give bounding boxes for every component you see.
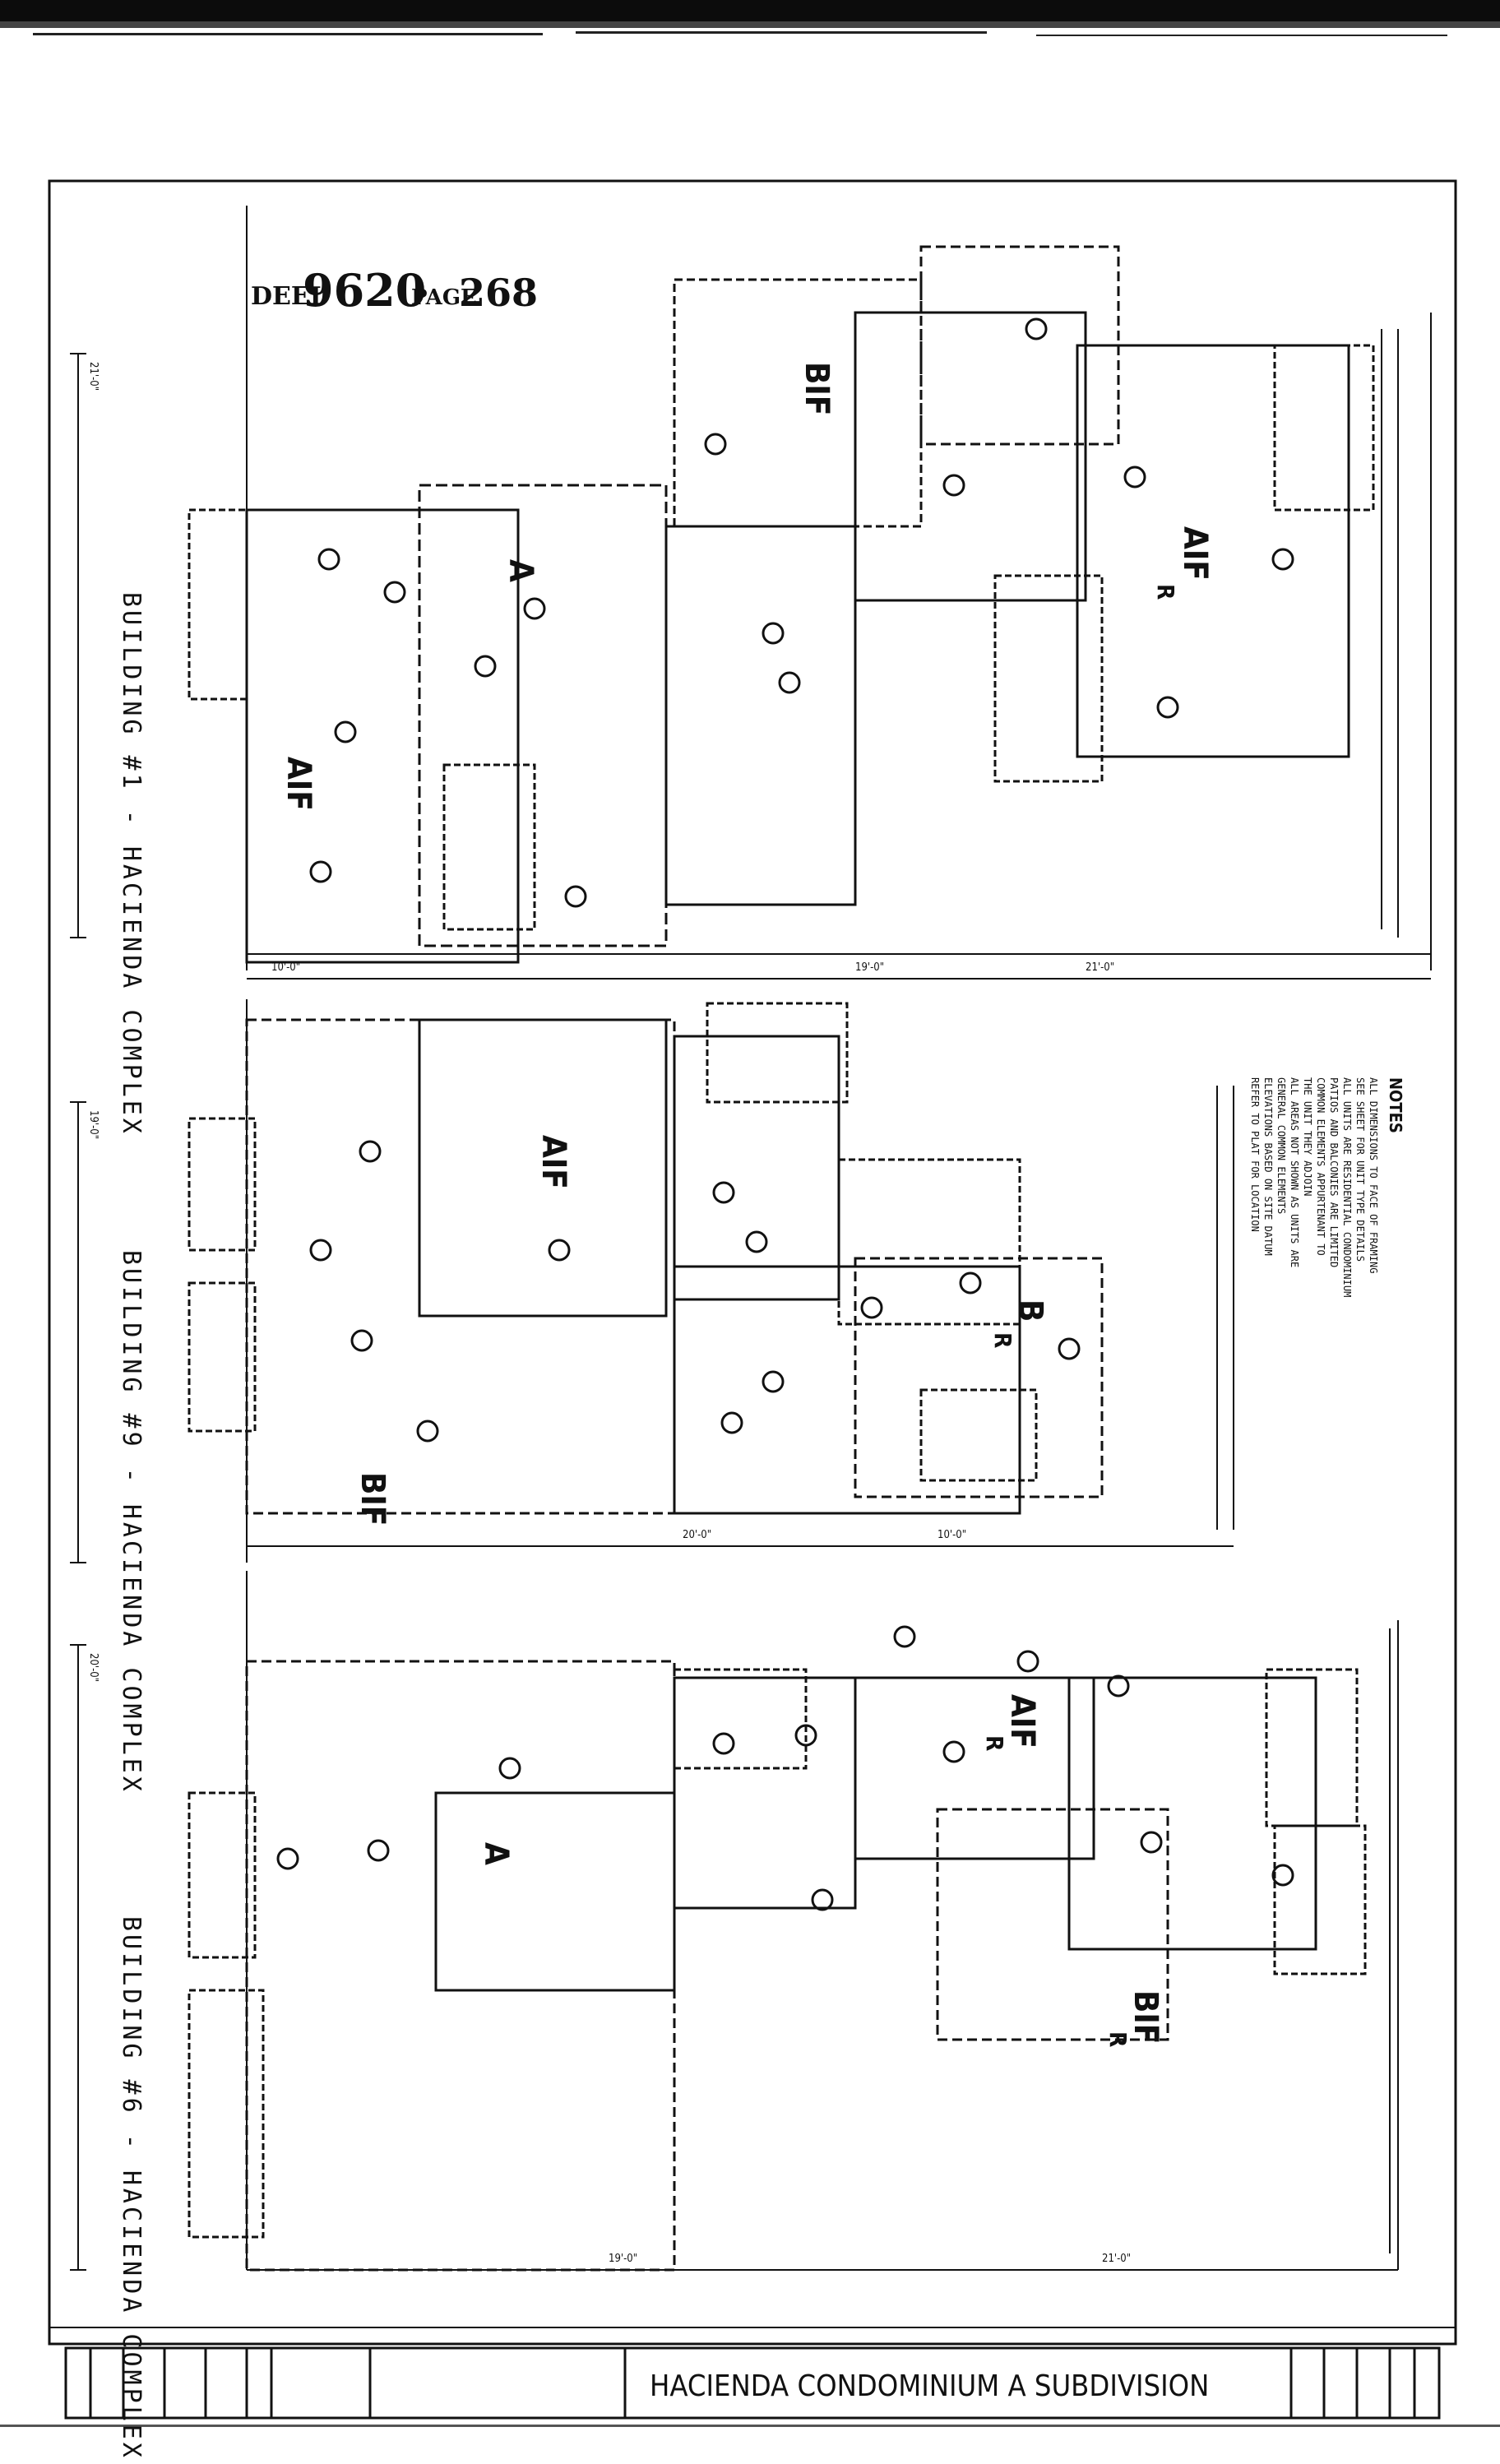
page-label: PAGE	[411, 285, 477, 310]
unit-sub-label: R	[1152, 584, 1179, 600]
building-label: BUILDING #1 - HACIENDA COMPLEX	[117, 592, 146, 1137]
dimension: 19'-0"	[609, 2253, 637, 2265]
unit-sub-label: R	[981, 1735, 1008, 1751]
book-page-stamp: DEEI 9620 PAGE 268	[251, 264, 538, 317]
building-6-units: A AIF R BIF R	[477, 1694, 1164, 2047]
building-1-marks	[309, 317, 1294, 908]
unit-label: B	[1012, 1299, 1049, 1322]
dimension: 10'-0"	[937, 1529, 966, 1541]
dimension-text: 21'-0" 19'-0" 20'-0" 10'-0" 19'-0" 21'-0…	[87, 362, 1131, 2265]
dimension: 20'-0"	[87, 1653, 100, 1682]
note-line: PATIOS AND BALCONIES ARE LIMITED	[1328, 1077, 1340, 1267]
unit-label: AIF	[1176, 526, 1214, 581]
unit-label: AIF	[1003, 1694, 1041, 1748]
building-1-plan	[188, 206, 1432, 980]
note-line: SEE SHEET FOR UNIT TYPE DETAILS	[1354, 1077, 1366, 1262]
dimension: 21'-0"	[87, 362, 100, 391]
sheet-border	[48, 179, 1457, 2346]
dimension: 19'-0"	[855, 961, 884, 974]
building-label: BUILDING #9 - HACIENDA COMPLEX	[117, 1250, 146, 1795]
notes-title: NOTES	[1386, 1077, 1405, 1133]
page-number: 268	[459, 271, 538, 315]
building-1-units: A AIF AIF R BIF	[280, 362, 1214, 811]
unit-sub-label: R	[1104, 2031, 1132, 2047]
notes-block: NOTES ALL DIMENSIONS TO FACE OF FRAMING …	[1249, 1077, 1405, 1297]
unit-label: BIF	[1127, 1990, 1164, 2044]
note-line: THE UNIT THEY ADJOIN	[1302, 1077, 1313, 1197]
note-line: GENERAL COMMON ELEMENTS	[1275, 1077, 1287, 1214]
unit-label: A	[477, 1842, 515, 1865]
unit-label: A	[502, 559, 539, 582]
building-label: BUILDING #6 - HACIENDA COMPLEX	[117, 1916, 146, 2461]
note-line: ALL UNITS ARE RESIDENTIAL CONDOMINIUM	[1341, 1077, 1353, 1297]
dimension: 19'-0"	[87, 1110, 100, 1139]
note-line: ALL DIMENSIONS TO FACE OF FRAMING	[1368, 1077, 1379, 1273]
note-line: REFER TO PLAT FOR LOCATION	[1249, 1077, 1261, 1232]
unit-label: AIF	[280, 757, 317, 811]
dimension: 10'-0"	[271, 961, 300, 974]
unit-sub-label: R	[989, 1332, 1016, 1348]
building-6-marks	[276, 1625, 1294, 1911]
scan-speckle	[0, 21, 1500, 2427]
dimension: 21'-0"	[1102, 2253, 1131, 2265]
unit-label: BIF	[798, 362, 836, 415]
unit-label: AIF	[535, 1135, 572, 1189]
note-line: ELEVATIONS BASED ON SITE DATUM	[1262, 1077, 1274, 1256]
note-line: ALL AREAS NOT SHOWN AS UNITS ARE	[1289, 1077, 1300, 1267]
book-label: DEEI	[251, 282, 322, 311]
building-9-units: AIF B R BIF	[354, 1135, 1049, 1526]
dimension: 21'-0"	[1086, 961, 1114, 974]
title-block	[64, 2346, 1441, 2420]
dimension-lines	[70, 329, 1399, 2271]
note-line: COMMON ELEMENTS APPURTENANT TO	[1315, 1077, 1326, 1256]
scan-edge	[0, 0, 1500, 21]
unit-label: BIF	[354, 1472, 391, 1526]
building-9-plan	[188, 999, 1234, 1563]
building-6-plan	[188, 1571, 1399, 2272]
title-block-text: HACIENDA CONDOMINIUM A SUBDIVISION	[650, 2369, 1209, 2403]
building-9-marks	[309, 1140, 1081, 1443]
book-number: 9620	[303, 264, 426, 317]
dimension: 20'-0"	[683, 1529, 711, 1541]
